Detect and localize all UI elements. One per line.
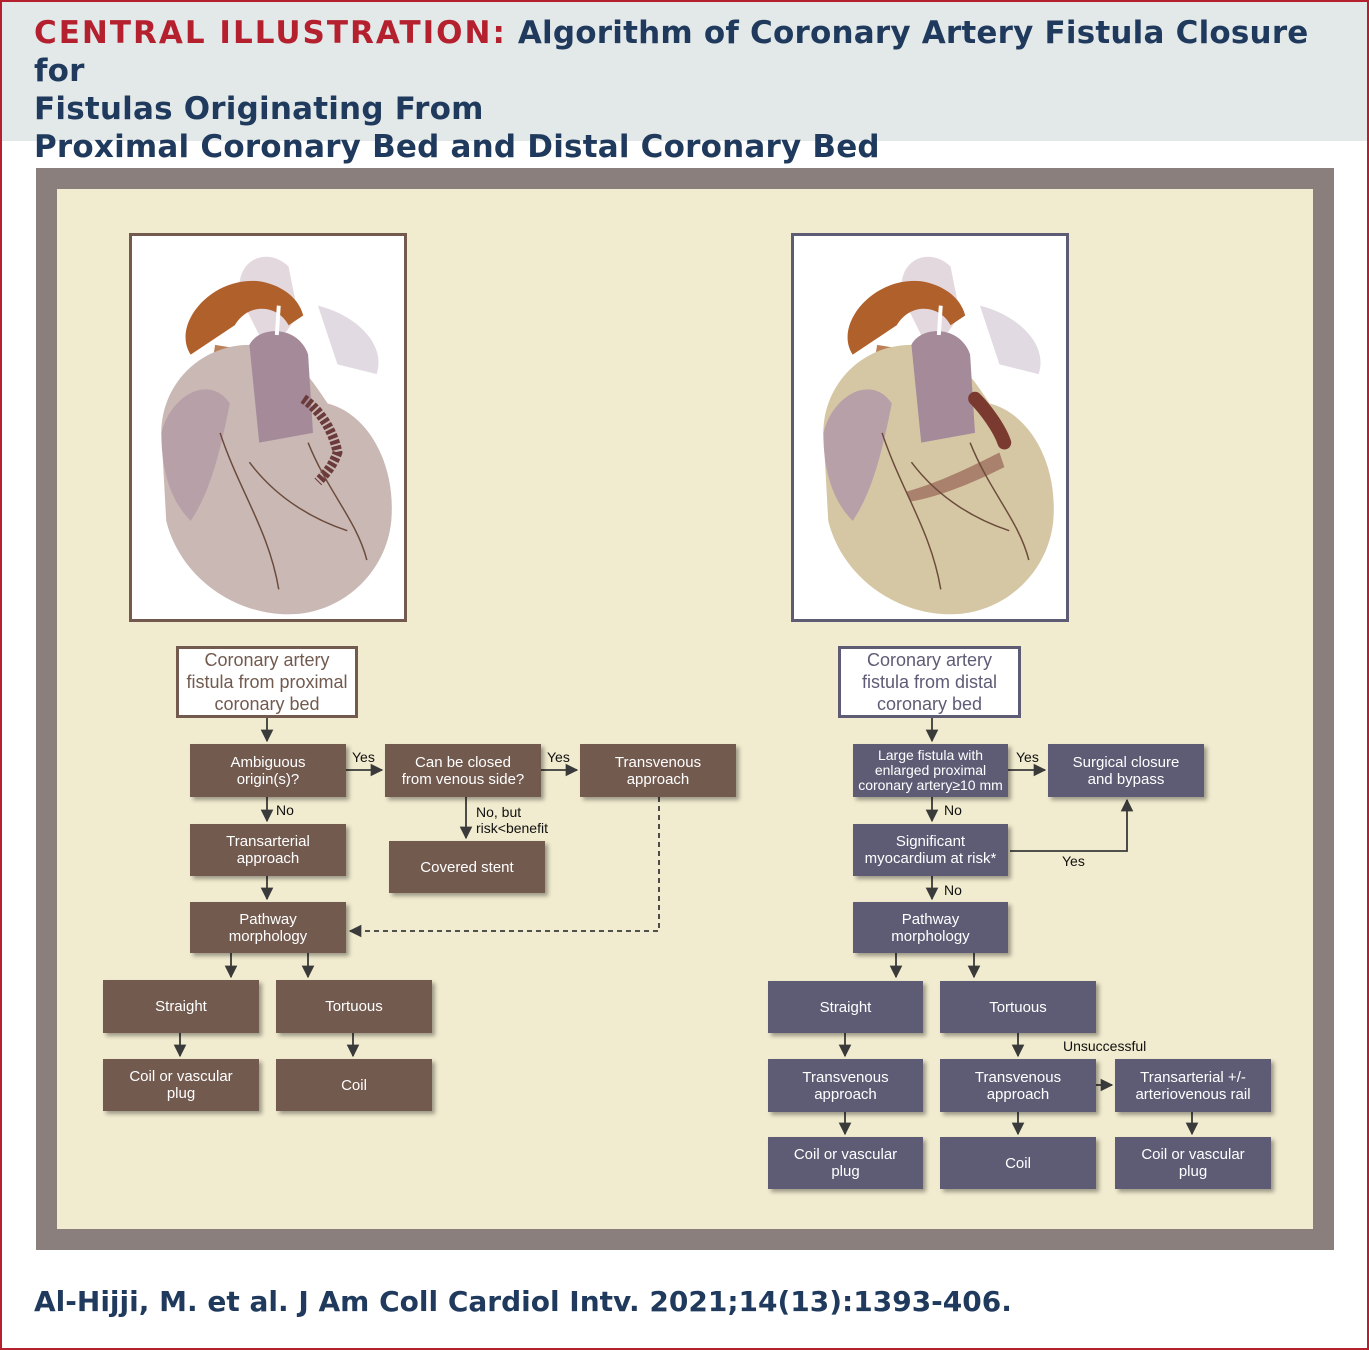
proximal-label-nobut-line-1: No, but	[476, 804, 522, 820]
distal-label-no-1: No	[944, 802, 962, 818]
title-line-1-rest: Algorithm of Coronary Artery Fistula Clo…	[34, 15, 1309, 89]
distal-pathway-line-1: Pathway	[901, 910, 960, 928]
distal-surgical-line-2: and bypass	[1087, 770, 1165, 788]
distal-start-node: Coronary artery fistula from distal coro…	[838, 646, 1021, 718]
proximal-tortuous-node: Tortuous	[276, 980, 432, 1033]
distal-tortuous-node: Tortuous	[940, 981, 1096, 1033]
distal-rail-line-1: Transarterial +/-	[1140, 1068, 1246, 1086]
distal-transvenous-b-line-1: Transvenous	[974, 1068, 1062, 1086]
distal-large-line-3: coronary artery≥10 mm	[858, 777, 1003, 793]
title-line-3: Proximal Coronary Bed and Distal Coronar…	[34, 129, 880, 165]
proximal-label-yes-1: Yes	[352, 749, 375, 765]
proximal-tortuous-label: Tortuous	[325, 998, 383, 1015]
proximal-label-nobut-line-2: risk<benefit	[476, 820, 548, 836]
distal-tortuous-label: Tortuous	[989, 998, 1047, 1016]
proximal-transarterial-line-2: approach	[236, 850, 300, 867]
proximal-label-yes-2: Yes	[547, 749, 570, 765]
distal-label-yes-2: Yes	[1062, 853, 1085, 869]
citation: Al-Hijji, M. et al. J Am Coll Cardiol In…	[34, 1285, 1012, 1318]
figure-title: CENTRAL ILLUSTRATION: Algorithm of Coron…	[34, 14, 1354, 166]
proximal-transarterial-line-1: Transarterial	[226, 833, 310, 850]
heart-distal-drawing	[823, 256, 1054, 615]
proximal-coil-plug-line-1: Coil or vascular	[129, 1068, 233, 1085]
title-lead: CENTRAL ILLUSTRATION:	[34, 15, 507, 51]
proximal-covered-stent-label: Covered stent	[420, 858, 514, 876]
proximal-straight-label: Straight	[155, 998, 207, 1015]
distal-coil-plug-b-line-1: Coil or vascular	[1141, 1146, 1245, 1163]
distal-myocardium-line-1: Significant	[895, 833, 966, 850]
proximal-transvenous-line-2: approach	[626, 770, 690, 788]
distal-transvenous-b-line-2: approach	[986, 1085, 1050, 1103]
proximal-venous-side-line-1: Can be closed	[415, 753, 511, 771]
proximal-pathway-line-2: morphology	[228, 927, 308, 945]
distal-large-line-2: enlarged proximal	[874, 762, 987, 778]
proximal-coil-plug-line-2: plug	[166, 1085, 196, 1102]
proximal-start-line-3: coronary bed	[214, 694, 320, 714]
distal-start-line-2: fistula from distal	[861, 672, 998, 692]
proximal-ambiguous-line-2: origin(s)?	[236, 770, 300, 788]
header-band	[2, 2, 1367, 141]
proximal-label-no: No	[276, 802, 294, 818]
proximal-start-line-2: fistula from proximal	[186, 672, 348, 692]
proximal-covered-stent-node: Covered stent	[389, 841, 545, 893]
proximal-ambiguous-line-1: Ambiguous	[230, 753, 306, 771]
distal-coil-plug-a-line-1: Coil or vascular	[793, 1146, 898, 1163]
proximal-venous-side-line-2: from venous side?	[401, 770, 525, 788]
distal-label-yes-1: Yes	[1016, 749, 1039, 765]
title-line-1: CENTRAL ILLUSTRATION: Algorithm of Coron…	[34, 14, 1354, 90]
heart-illustration-distal	[791, 233, 1069, 622]
proximal-straight-node: Straight	[103, 980, 259, 1033]
proximal-label-nobut: No, but risk<benefit	[476, 804, 548, 836]
distal-straight-label: Straight	[819, 998, 872, 1016]
title-line-2: Fistulas Originating From	[34, 91, 484, 127]
proximal-start-node: Coronary artery fistula from proximal co…	[176, 646, 358, 718]
distal-pathway-line-2: morphology	[891, 927, 970, 945]
proximal-coil-label: Coil	[341, 1076, 367, 1094]
heart-illustration-proximal	[129, 233, 407, 622]
distal-coil-plug-b-line-2: plug	[1178, 1163, 1208, 1180]
distal-coil-plug-a-line-2: plug	[831, 1163, 860, 1180]
distal-start-line-1: Coronary artery	[866, 650, 993, 670]
distal-transarterial-rail-node: Transarterial +/-arteriovenous rail	[1115, 1059, 1271, 1112]
distal-myocardium-line-2: myocardium at risk*	[864, 850, 997, 867]
heart-proximal-drawing	[161, 256, 392, 615]
distal-straight-node: Straight	[768, 981, 923, 1033]
distal-rail-line-2: arteriovenous rail	[1135, 1085, 1251, 1103]
proximal-start-line-1: Coronary artery	[204, 650, 330, 670]
distal-coil-node: Coil	[940, 1137, 1096, 1189]
distal-surgical-line-1: Surgical closure	[1072, 753, 1180, 771]
distal-label-no-2: No	[944, 882, 962, 898]
distal-label-unsuccessful: Unsuccessful	[1063, 1038, 1147, 1054]
proximal-pathway-line-1: Pathway	[239, 910, 297, 928]
distal-transvenous-a-line-1: Transvenous	[802, 1068, 889, 1086]
distal-transvenous-a-line-2: approach	[814, 1085, 877, 1103]
proximal-coil-node: Coil	[276, 1059, 432, 1111]
distal-coil-label: Coil	[1005, 1154, 1031, 1172]
proximal-transvenous-line-1: Transvenous	[614, 753, 702, 771]
distal-large-line-1: Large fistula with	[877, 747, 984, 763]
distal-start-line-3: coronary bed	[876, 694, 983, 714]
